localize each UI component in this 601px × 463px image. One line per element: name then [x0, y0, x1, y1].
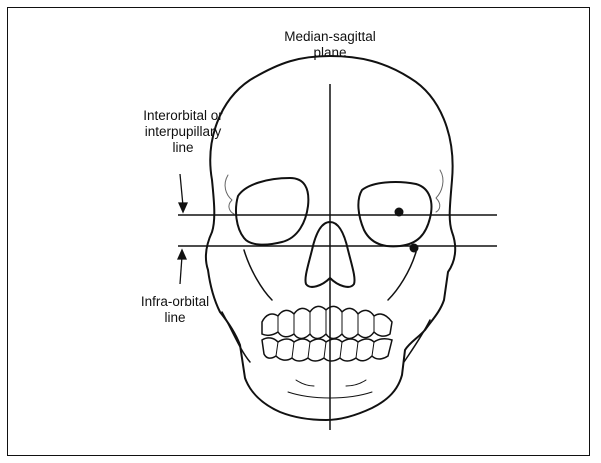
infraorbital-label-line1: Infra-orbital — [100, 294, 250, 310]
right-cheek-contour — [388, 252, 416, 300]
right-jaw-ramus — [404, 320, 430, 362]
teeth — [262, 306, 392, 361]
interorbital-label-line1: Interorbital or — [108, 108, 258, 124]
left-temporal-line — [225, 175, 234, 214]
interorbital-arrowhead — [179, 203, 187, 212]
median-sagittal-label: Median-sagittal plane — [262, 29, 398, 61]
chin-detail-right — [346, 380, 366, 386]
interorbital-label: Interorbital or interpupillary line — [108, 108, 258, 156]
interorbital-label-line2: interpupillary — [108, 124, 258, 140]
right-orbit — [358, 182, 431, 246]
median-sagittal-label-line2: plane — [262, 45, 398, 61]
right-temporal-line — [436, 170, 443, 212]
upper-teeth — [262, 306, 392, 338]
infraorbital-label: Infra-orbital line — [100, 294, 250, 326]
infraorbital-label-line2: line — [100, 310, 250, 326]
left-cheek-contour — [244, 250, 272, 300]
median-sagittal-label-line1: Median-sagittal — [262, 29, 398, 45]
infraorbital-point — [410, 244, 419, 253]
pupil-point — [395, 208, 404, 217]
infraorbital-arrowhead — [178, 250, 186, 259]
left-orbit — [236, 178, 308, 245]
interorbital-label-line3: line — [108, 140, 258, 156]
chin-detail-left — [296, 380, 314, 386]
interorbital-arrow-shaft — [180, 174, 183, 206]
infraorbital-arrow-shaft — [180, 256, 182, 284]
